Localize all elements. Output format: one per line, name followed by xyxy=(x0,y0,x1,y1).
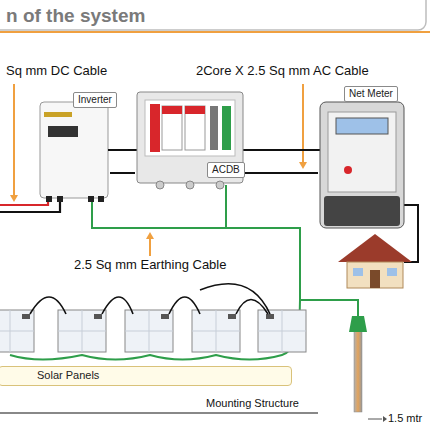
device-tag: Inverter xyxy=(73,92,117,108)
title-frame xyxy=(0,0,426,30)
earthing-cable xyxy=(10,185,358,360)
net-meter xyxy=(320,102,404,228)
cable-label: 2Core X 2.5 Sq mm AC Cable xyxy=(196,64,369,79)
device-tag: ACDB xyxy=(207,162,245,178)
cable-label: Mounting Structure xyxy=(206,397,299,410)
cable-label: 1.5 mtr xyxy=(388,412,422,425)
pointer-lines xyxy=(10,84,307,256)
house-icon xyxy=(338,234,412,288)
device-tag: Net Meter xyxy=(344,86,398,102)
diagram-title: n of the system xyxy=(6,5,145,27)
meter-node: Net Meter xyxy=(318,100,406,230)
mounting-rail xyxy=(0,412,318,414)
acdb-node: ACDB xyxy=(135,90,245,185)
title-rule xyxy=(0,31,430,33)
solar-panels xyxy=(0,284,306,352)
inverter-node: Inverter xyxy=(38,100,110,200)
cable-label: Sq mm DC Cable xyxy=(6,64,107,79)
ac-wire xyxy=(110,172,135,174)
band-label: Solar Panels xyxy=(0,367,291,384)
panel-band: Solar Panels xyxy=(0,366,292,386)
earth-electrode xyxy=(349,316,387,422)
inverter-unit xyxy=(40,102,108,202)
ac-wire xyxy=(245,172,318,174)
cable-label: 2.5 Sq mm Earthing Cable xyxy=(74,258,226,273)
